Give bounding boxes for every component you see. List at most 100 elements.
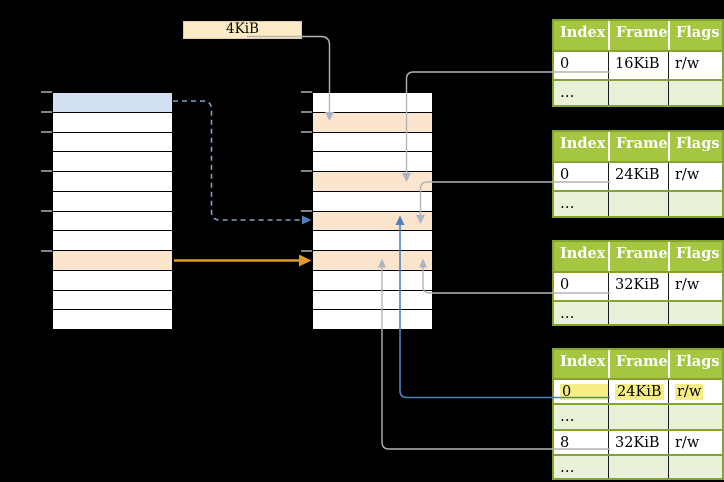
page-table-row: 0 24KiB r/w bbox=[554, 378, 722, 403]
memory-row bbox=[313, 289, 432, 310]
tick-mark bbox=[301, 210, 312, 212]
tick-mark bbox=[301, 130, 312, 133]
page-table-header-cell: Index bbox=[560, 135, 606, 152]
memory-row bbox=[53, 289, 172, 310]
page-table-cell: 24KiB bbox=[608, 380, 668, 403]
tick-mark bbox=[41, 130, 52, 133]
page-table-cell: r/w bbox=[668, 273, 722, 300]
page-table-cell: 24KiB bbox=[608, 163, 668, 190]
tick-mark bbox=[301, 249, 312, 252]
page-table-dots-cell bbox=[668, 192, 722, 216]
memory-row bbox=[53, 269, 172, 290]
page-table-dots-cell: … bbox=[560, 85, 575, 101]
tick-mark bbox=[301, 110, 312, 113]
page-table-cell: 0 bbox=[560, 167, 570, 183]
page-table-cell: 8 bbox=[560, 435, 570, 451]
page-table-dots-cell bbox=[668, 456, 722, 478]
memory-row bbox=[53, 171, 172, 191]
memory-row bbox=[313, 269, 432, 290]
memory-row bbox=[53, 111, 172, 132]
memory-row bbox=[313, 250, 432, 270]
page-table-dots-cell bbox=[608, 192, 668, 216]
page-table-cell: r/w bbox=[668, 380, 722, 403]
page-table-header-cell: Flags bbox=[668, 21, 722, 50]
page-table-row: … bbox=[554, 190, 722, 216]
page-table-cell: r/w bbox=[668, 163, 722, 190]
page-table-cell: 16KiB bbox=[608, 52, 668, 79]
page-table-dots-cell: … bbox=[560, 306, 575, 322]
memory-row bbox=[313, 131, 432, 152]
page-table-dots-cell bbox=[608, 81, 668, 105]
page-table-header-cell: Frame bbox=[608, 242, 668, 271]
memory-row bbox=[53, 210, 172, 231]
highlighted-value: 0 bbox=[560, 384, 608, 400]
memory-row bbox=[53, 309, 172, 329]
page-table-cell: 0 bbox=[554, 380, 608, 403]
page-table-header-cell: Flags bbox=[668, 132, 722, 161]
page-table-dots-cell: … bbox=[560, 460, 575, 476]
page-table-dots-cell bbox=[668, 81, 722, 105]
page-table-cell: 0 bbox=[560, 56, 570, 72]
connector-virtual-page0-dashed bbox=[173, 100, 301, 221]
page-table-dots-cell bbox=[608, 456, 668, 478]
memory-row bbox=[53, 93, 172, 112]
page-size-label-box: 4KiB bbox=[183, 21, 302, 39]
page-table-cell: r/w bbox=[668, 431, 722, 454]
memory-row bbox=[313, 93, 432, 112]
page-table-header-cell: Index bbox=[560, 245, 606, 262]
page-table-dots-cell: … bbox=[560, 409, 575, 425]
memory-row bbox=[53, 131, 172, 152]
tick-mark bbox=[41, 210, 52, 212]
page-table-cell: r/w bbox=[668, 52, 722, 79]
page-table-dots-cell bbox=[608, 405, 668, 429]
page-size-label: 4KiB bbox=[226, 21, 259, 38]
page-table-row: … bbox=[554, 300, 722, 324]
page-table-row: … bbox=[554, 454, 722, 478]
memory-row bbox=[313, 230, 432, 250]
memory-row bbox=[313, 151, 432, 171]
page-table-header-cell: Frame bbox=[608, 132, 668, 161]
tick-mark bbox=[301, 91, 312, 93]
physical-memory-column bbox=[312, 92, 433, 330]
memory-row bbox=[313, 171, 432, 191]
page-table-dots-cell bbox=[668, 405, 722, 429]
page-table-header-cell: Flags bbox=[668, 350, 722, 378]
memory-row bbox=[53, 151, 172, 171]
memory-row bbox=[313, 210, 432, 231]
connector-virtual-page0-arrowhead-icon bbox=[302, 215, 312, 225]
page-table-dots-cell: … bbox=[560, 196, 575, 212]
page-table-header-cell: Frame bbox=[608, 350, 668, 378]
page-table-header-cell: Index bbox=[560, 24, 606, 41]
tick-mark bbox=[41, 91, 52, 93]
memory-row bbox=[53, 230, 172, 250]
virtual-memory-column bbox=[52, 92, 173, 330]
memory-row bbox=[313, 111, 432, 132]
memory-row bbox=[313, 309, 432, 329]
tick-mark bbox=[301, 170, 312, 173]
page-table-dots-cell bbox=[668, 302, 722, 324]
page-table-header-cell: Flags bbox=[668, 242, 722, 271]
tick-mark bbox=[41, 110, 52, 113]
page-table-header-cell: Frame bbox=[608, 21, 668, 50]
page-table-cell: 32KiB bbox=[608, 273, 668, 300]
memory-row bbox=[313, 190, 432, 211]
highlighted-value: 24KiB bbox=[615, 384, 664, 400]
page-table-dots-cell bbox=[608, 302, 668, 324]
highlighted-value: r/w bbox=[675, 384, 704, 400]
memory-row bbox=[53, 190, 172, 211]
page-table-cell: 0 bbox=[560, 277, 570, 293]
page-table-row: … bbox=[554, 79, 722, 105]
